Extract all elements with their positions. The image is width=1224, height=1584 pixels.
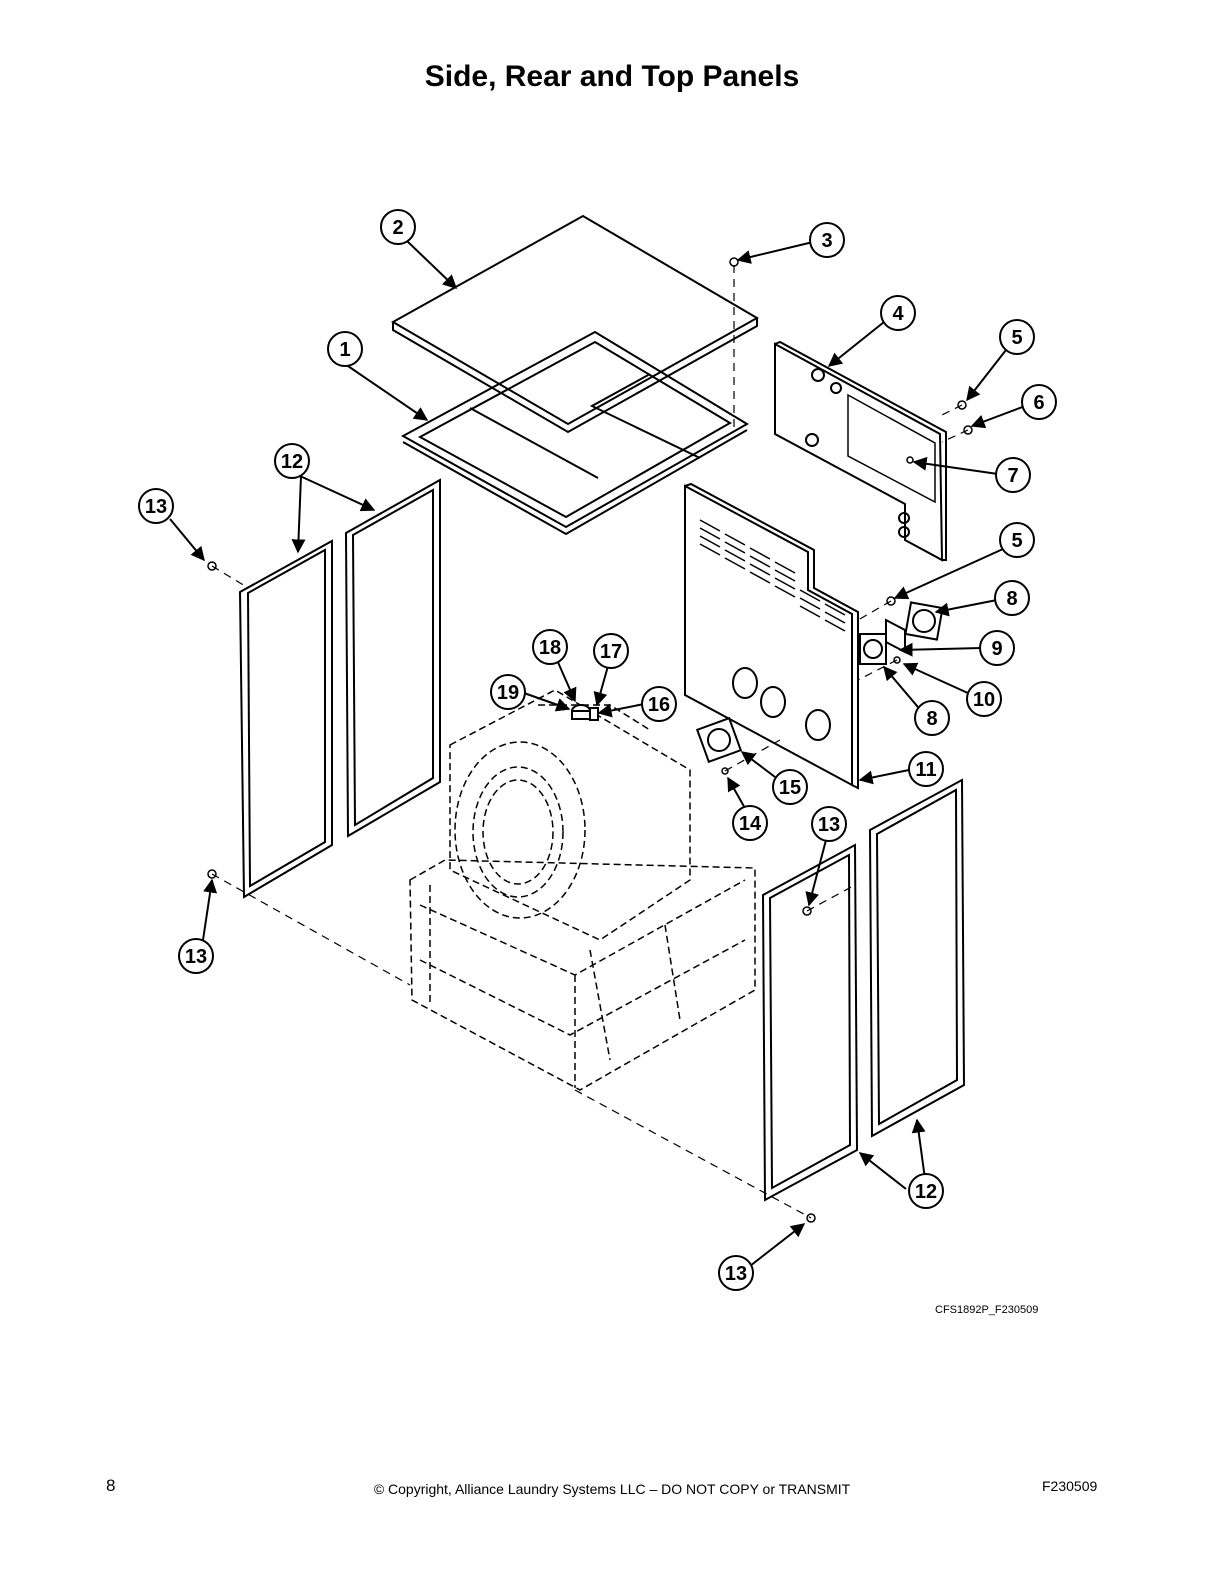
- callout-5-lower: 5: [999, 522, 1035, 558]
- callout-12-left: 12: [274, 443, 310, 479]
- svg-text:11: 11: [915, 759, 936, 781]
- callout-7: 7: [995, 457, 1031, 493]
- svg-text:1: 1: [339, 339, 350, 361]
- machine-outline: [409, 689, 756, 1091]
- copyright-notice: © Copyright, Alliance Laundry Systems LL…: [373, 1481, 851, 1497]
- callout-13-upper-left: 13: [138, 488, 174, 524]
- svg-text:7: 7: [1007, 465, 1018, 487]
- callout-12-right: 12: [908, 1173, 944, 1209]
- svg-text:9: 9: [991, 638, 1002, 660]
- leader-lines: [169, 240, 1026, 1267]
- callout-9: 9: [979, 630, 1015, 666]
- callout-1: 1: [327, 331, 363, 367]
- assembly-lines: [211, 265, 969, 1219]
- callout-2: 2: [380, 209, 416, 245]
- svg-text:5: 5: [1011, 327, 1022, 349]
- callout-13-right: 13: [811, 806, 847, 842]
- svg-text:14: 14: [739, 813, 762, 835]
- svg-text:16: 16: [648, 694, 670, 716]
- callout-11: 11: [908, 751, 944, 787]
- page-number: 8: [106, 1476, 116, 1495]
- svg-text:12: 12: [915, 1181, 937, 1203]
- callout-6: 6: [1021, 384, 1057, 420]
- rear-upper-panel: [774, 340, 947, 562]
- top-fittings: [571, 704, 599, 721]
- callout-14: 14: [732, 805, 768, 841]
- page-title: Side, Rear and Top Panels: [424, 60, 800, 93]
- rear-lower-panel: [684, 482, 859, 790]
- svg-text:8: 8: [1006, 588, 1017, 610]
- callout-3: 3: [809, 222, 845, 258]
- svg-text:5: 5: [1011, 530, 1022, 552]
- callout-5-upper: 5: [999, 319, 1035, 355]
- callout-8-lower: 8: [914, 700, 950, 736]
- svg-text:19: 19: [497, 682, 519, 704]
- callout-13-lower-left: 13: [178, 938, 214, 974]
- callout-8-upper: 8: [994, 580, 1030, 616]
- document-id: F230509: [1042, 1478, 1098, 1494]
- top-frame: [400, 330, 749, 536]
- svg-text:15: 15: [779, 777, 801, 799]
- callout-19: 19: [490, 674, 526, 710]
- callout-bubbles: 1 2 3 4 5 5 6 7 8 8 9 10 11 12 12 13 13 …: [138, 209, 1057, 1291]
- svg-text:13: 13: [145, 496, 167, 518]
- callout-17: 17: [593, 633, 629, 669]
- fan-assemblies: [695, 601, 944, 764]
- svg-text:4: 4: [892, 303, 904, 325]
- callout-18: 18: [532, 629, 568, 665]
- svg-text:13: 13: [725, 1263, 747, 1285]
- callout-10: 10: [966, 681, 1002, 717]
- callout-4: 4: [880, 295, 916, 331]
- svg-text:8: 8: [926, 708, 937, 730]
- right-side-panels: [761, 778, 966, 1202]
- svg-text:18: 18: [539, 637, 561, 659]
- svg-text:10: 10: [973, 689, 995, 711]
- left-side-panels: [238, 478, 441, 899]
- callout-15: 15: [772, 769, 808, 805]
- svg-text:13: 13: [818, 814, 840, 836]
- svg-text:13: 13: [185, 946, 207, 968]
- top-panel: [390, 214, 760, 434]
- svg-text:12: 12: [281, 451, 303, 473]
- callout-16: 16: [641, 686, 677, 722]
- figure-id: CFS1892P_F230509: [935, 1304, 1039, 1316]
- callout-13-bottom: 13: [718, 1255, 754, 1291]
- svg-text:17: 17: [600, 641, 622, 663]
- svg-text:3: 3: [821, 230, 832, 252]
- svg-text:2: 2: [392, 217, 403, 239]
- svg-text:6: 6: [1033, 392, 1044, 414]
